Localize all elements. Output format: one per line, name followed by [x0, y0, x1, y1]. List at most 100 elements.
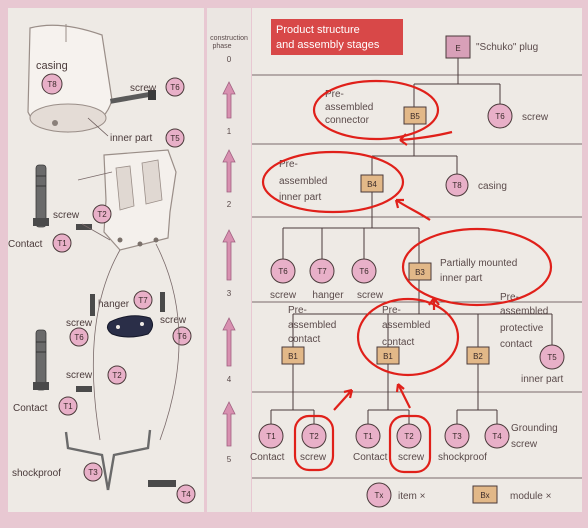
- screw-right-code: T6: [177, 332, 187, 341]
- phase-header-line1: construction: [210, 35, 248, 42]
- grounding-label-line1: Grounding: [511, 423, 558, 434]
- module-B4-label-line1: Pre-: [279, 159, 298, 170]
- phase-number-4: 4: [227, 375, 232, 384]
- legend-module-label: module ×: [510, 491, 552, 502]
- item-T5-circle: [539, 344, 565, 370]
- module-B1-label-line3: contact: [288, 334, 320, 345]
- annotation-arrow-head: [395, 383, 405, 393]
- module-B5-box: [403, 106, 427, 125]
- hanger-label: hanger: [98, 299, 130, 310]
- screw-right-code-circle: [172, 326, 192, 346]
- module-B3-box: [408, 262, 432, 281]
- grounding-label-line2: screw: [511, 439, 538, 450]
- legend-item-label: item ×: [398, 491, 426, 502]
- item-T5-label: inner part: [521, 374, 563, 385]
- inner-part-code-circle: [165, 128, 185, 148]
- module-B1-code: B1: [383, 352, 393, 361]
- legend-module-code: Bx: [480, 491, 489, 500]
- contact-lower-label: Contact: [13, 403, 48, 414]
- up-arrow-icon: [222, 229, 236, 281]
- hanger-code-circle: [133, 290, 153, 310]
- up-arrow-icon: [222, 401, 236, 447]
- annotation-arrow-head: [428, 297, 440, 306]
- screw-upper-code-circle: [92, 204, 112, 224]
- annotation-circle-b5: [312, 79, 440, 141]
- item-T2-code: T2: [404, 432, 414, 441]
- item-T2-label: screw: [398, 452, 425, 463]
- annotation-arrow-line: [333, 389, 353, 411]
- module-B3-label-line2: inner part: [440, 273, 482, 284]
- annotation-arrow-line: [399, 130, 453, 142]
- shockproof-illustration: [64, 429, 152, 491]
- item-T6-label: screw: [357, 290, 384, 301]
- screw-top-label: screw: [130, 83, 157, 94]
- item-T6-code: T6: [495, 112, 505, 121]
- module-B4-code: B4: [367, 180, 377, 189]
- annotation-arrow-line: [397, 383, 411, 409]
- annotation-circle-b1: [356, 297, 460, 377]
- annotation-arrow-head: [394, 198, 404, 209]
- phase-number-0: 0: [227, 55, 232, 64]
- item-T2-code: T2: [309, 432, 319, 441]
- contact-lower-code-circle: [58, 396, 78, 416]
- module-B2-label-line1: Pre-: [500, 292, 519, 303]
- phase-number-3: 3: [227, 289, 232, 298]
- casing-code-circle: [41, 73, 63, 95]
- item-T1-circle: [355, 423, 381, 449]
- tree-connectors: [270, 58, 553, 424]
- title-box: [271, 19, 403, 55]
- contact-upper-code: T1: [57, 239, 67, 248]
- screw-right-illustration: [160, 292, 165, 312]
- item-T3-code: T3: [452, 432, 462, 441]
- inner-part-leader: [87, 117, 109, 137]
- item-T6-circle: [351, 258, 377, 284]
- contact-lower-code: T1: [63, 402, 73, 411]
- item-T3-circle: [444, 423, 470, 449]
- module-B4-label-line2: assembled: [279, 176, 327, 187]
- t4-screw-illustration: [148, 480, 176, 487]
- inner-part-illustration: [103, 149, 177, 251]
- module-B1-label-line1: Pre-: [382, 305, 401, 316]
- root-label: "Schuko" plug: [476, 42, 538, 53]
- annotation-box-t2-right: [388, 414, 432, 474]
- up-arrow-icon: [222, 81, 236, 119]
- root-code: E: [455, 44, 460, 53]
- title-line2: and assembly stages: [276, 39, 380, 51]
- legend-item-circle: [366, 482, 392, 508]
- item-T8-circle: [445, 173, 469, 197]
- item-T6-code: T6: [359, 267, 369, 276]
- screw-upper-illustration: [76, 224, 92, 230]
- module-B5-label-line1: Pre-: [325, 89, 344, 100]
- screw-left-code-circle: [69, 327, 89, 347]
- up-arrow-icon: [222, 149, 236, 193]
- item-T4-circle: [484, 423, 510, 449]
- casing-code: T8: [47, 80, 57, 89]
- module-B2-label-line2: assembled: [500, 306, 548, 317]
- red-annotations: [261, 79, 553, 474]
- t4-code-circle: [176, 484, 196, 504]
- screw-lower-label: screw: [66, 370, 93, 381]
- screw-lower-code-circle: [107, 365, 127, 385]
- item-T1-code: T1: [266, 432, 276, 441]
- item-T6-circle: [270, 258, 296, 284]
- module-B3-label-line1: Partially mounted: [440, 258, 517, 269]
- screw-top-code: T6: [170, 83, 180, 92]
- screw-upper-code: T2: [97, 210, 107, 219]
- legend-item-code: Tx: [375, 491, 384, 500]
- annotation-arrow-line: [395, 199, 431, 221]
- casing-label: casing: [36, 60, 68, 72]
- module-B5-label-line2: assembled: [325, 102, 373, 113]
- item-T2-circle: [301, 423, 327, 449]
- screw-upper-label: screw: [53, 210, 80, 221]
- item-T6-circle: [487, 103, 513, 129]
- phase-separators: [252, 74, 582, 479]
- root-module-box: [445, 35, 471, 59]
- contact-lower-illustration: [33, 329, 49, 391]
- contact-upper-code-circle: [52, 233, 72, 253]
- phase-number-2: 2: [227, 200, 232, 209]
- module-B2-box: [466, 346, 490, 365]
- module-B1-box: [376, 346, 400, 365]
- module-B5-code: B5: [410, 112, 420, 121]
- module-B1-code: B1: [288, 352, 298, 361]
- item-T5-code: T5: [547, 353, 557, 362]
